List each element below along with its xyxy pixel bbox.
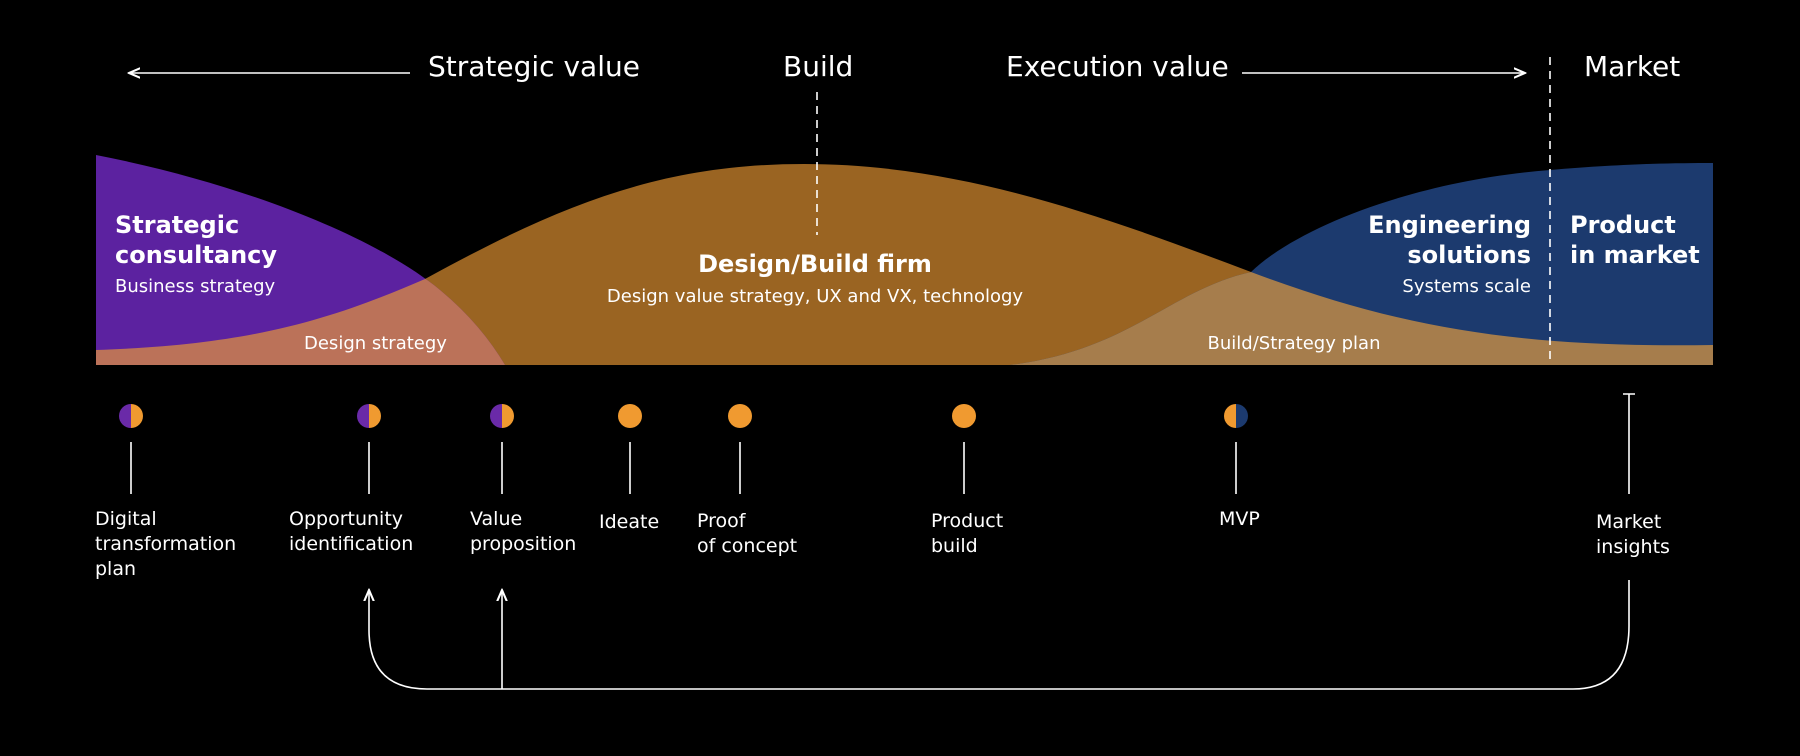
title-line: Engineering [1368, 211, 1531, 239]
title-line: Strategic [115, 211, 240, 239]
milestone-dot [119, 404, 143, 428]
design-build-title: Design/Build firm [698, 250, 932, 278]
market-insights-marker [1623, 393, 1635, 494]
milestone-dot [490, 404, 514, 428]
milestone-label: Market insights [1596, 511, 1670, 558]
milestone-label: Product build [931, 510, 1004, 557]
title-line: in market [1570, 241, 1700, 269]
milestone-dot [357, 404, 381, 428]
feedback-loop-arrow [369, 580, 1630, 690]
design-strategy-label: Design strategy [304, 333, 447, 354]
title-line: solutions [1407, 241, 1531, 269]
title-line: consultancy [115, 241, 278, 269]
business-strategy-label: Business strategy [115, 276, 276, 297]
systems-scale-label: Systems scale [1402, 276, 1531, 297]
milestone-label: Ideate [599, 511, 660, 533]
strategic-value-heading: Strategic value [428, 50, 640, 83]
milestone-dot [728, 404, 752, 428]
milestone-dot [952, 404, 976, 428]
milestone-label: MVP [1219, 508, 1260, 530]
execution-value-heading: Execution value [1006, 50, 1229, 83]
build-strategy-plan-label: Build/Strategy plan [1207, 333, 1381, 354]
market-heading: Market [1584, 50, 1681, 83]
milestone-label: Digital transformation plan [95, 508, 237, 580]
milestone-dot [1224, 404, 1248, 428]
milestone-dot [618, 404, 642, 428]
milestone-label: Proof of concept [697, 510, 798, 557]
milestone-label: Opportunity identification [289, 508, 414, 555]
milestone-label: Value proposition [470, 508, 577, 555]
design-build-subtitle: Design value strategy, UX and VX, techno… [606, 286, 1024, 307]
title-line: Product [1570, 211, 1676, 239]
build-heading: Build [783, 50, 854, 83]
